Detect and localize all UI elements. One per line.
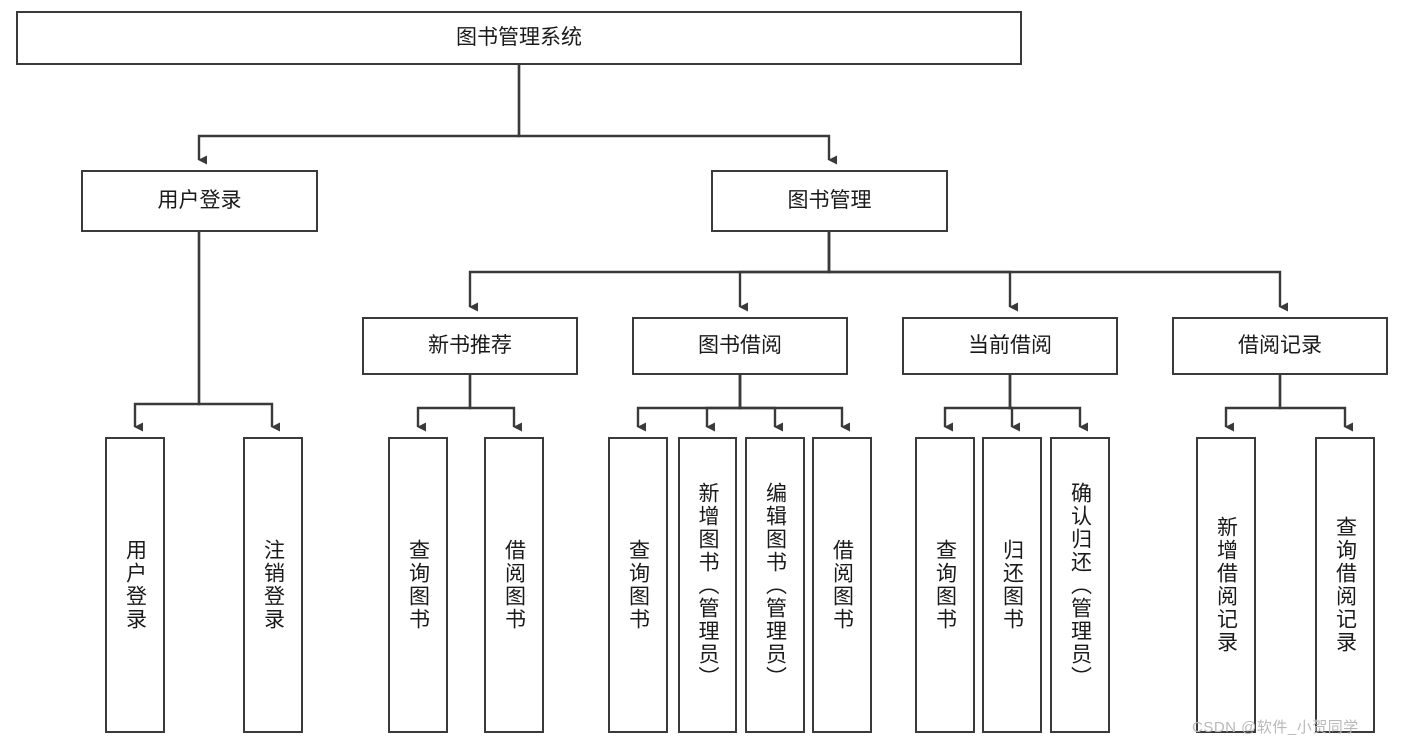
node-leaf-user-logout[interactable]: 注销登录 — [243, 437, 303, 733]
node-new-book-rec[interactable]: 新书推荐 — [362, 317, 578, 375]
node-leaf-br-add[interactable]: 新增借阅记录 — [1196, 437, 1256, 733]
node-label: 新书推荐 — [428, 334, 512, 358]
node-label: 确认归还（管理员） — [1068, 481, 1092, 689]
node-current-borrow[interactable]: 当前借阅 — [902, 317, 1118, 375]
node-label: 当前借阅 — [968, 334, 1052, 358]
edge-user-login-to-leaf-user-logout — [197, 232, 280, 432]
node-book-borrow[interactable]: 图书借阅 — [632, 317, 848, 375]
edge-root-to-book-manage — [517, 65, 837, 165]
node-label: 图书借阅 — [698, 334, 782, 358]
node-label: 查询图书 — [406, 539, 430, 631]
edge-book-manage-to-new-book-rec — [468, 232, 831, 312]
node-borrow-record[interactable]: 借阅记录 — [1172, 317, 1388, 375]
edge-book-borrow-to-leaf-bb-add — [705, 375, 742, 432]
edge-book-manage-to-borrow-record — [827, 232, 1288, 312]
node-label: 查询图书 — [933, 539, 957, 631]
node-label: 编辑图书（管理员） — [763, 481, 787, 689]
node-user-login[interactable]: 用户登录 — [81, 170, 318, 232]
node-root[interactable]: 图书管理系统 — [16, 11, 1022, 65]
node-label: 归还图书 — [1000, 539, 1024, 631]
node-label: 借阅图书 — [502, 539, 526, 631]
edge-current-borrow-to-leaf-cb-return — [1008, 375, 1020, 432]
node-book-manage[interactable]: 图书管理 — [711, 170, 948, 232]
node-label: 查询借阅记录 — [1333, 516, 1357, 654]
node-label: 新增借阅记录 — [1214, 516, 1238, 654]
node-leaf-rec-query[interactable]: 查询图书 — [388, 437, 448, 733]
edge-book-manage-to-current-borrow — [827, 232, 1018, 312]
node-leaf-br-query[interactable]: 查询借阅记录 — [1315, 437, 1375, 733]
edge-user-login-to-leaf-user-login — [133, 232, 201, 432]
node-leaf-cb-confirm[interactable]: 确认归还（管理员） — [1050, 437, 1110, 733]
edge-current-borrow-to-leaf-cb-query — [943, 375, 1012, 432]
edge-book-borrow-to-leaf-bb-edit — [738, 375, 783, 432]
node-label: 借阅图书 — [830, 539, 854, 631]
node-leaf-bb-borrow[interactable]: 借阅图书 — [812, 437, 872, 733]
edge-current-borrow-to-leaf-cb-confirm — [1008, 375, 1088, 432]
node-leaf-bb-query[interactable]: 查询图书 — [608, 437, 668, 733]
edge-new-book-rec-to-leaf-rec-borrow — [468, 375, 522, 432]
node-leaf-bb-add[interactable]: 新增图书（管理员） — [678, 437, 737, 733]
node-label: 新增图书（管理员） — [696, 481, 719, 689]
edge-book-borrow-to-leaf-bb-query — [636, 375, 742, 432]
edge-borrow-record-to-leaf-br-add — [1224, 375, 1282, 432]
node-label: 借阅记录 — [1238, 334, 1322, 358]
node-label: 注销登录 — [261, 539, 285, 631]
node-leaf-cb-return[interactable]: 归还图书 — [982, 437, 1042, 733]
node-leaf-cb-query[interactable]: 查询图书 — [915, 437, 975, 733]
node-leaf-bb-edit[interactable]: 编辑图书（管理员） — [745, 437, 805, 733]
edge-borrow-record-to-leaf-br-query — [1278, 375, 1353, 432]
edge-book-borrow-to-leaf-bb-borrow — [738, 375, 850, 432]
node-label: 用户登录 — [157, 189, 242, 213]
edge-book-manage-to-book-borrow — [738, 232, 831, 312]
edge-new-book-rec-to-leaf-rec-query — [416, 375, 472, 432]
node-leaf-user-login[interactable]: 用户登录 — [105, 437, 165, 733]
watermark-text: CSDN @软件_小贺同学 — [1192, 719, 1359, 736]
node-leaf-rec-borrow[interactable]: 借阅图书 — [484, 437, 544, 733]
node-label: 用户登录 — [123, 539, 147, 631]
node-label: 图书管理 — [787, 189, 872, 213]
node-label: 图书管理系统 — [456, 26, 582, 50]
edge-root-to-user-login — [197, 65, 521, 165]
node-label: 查询图书 — [626, 539, 650, 631]
